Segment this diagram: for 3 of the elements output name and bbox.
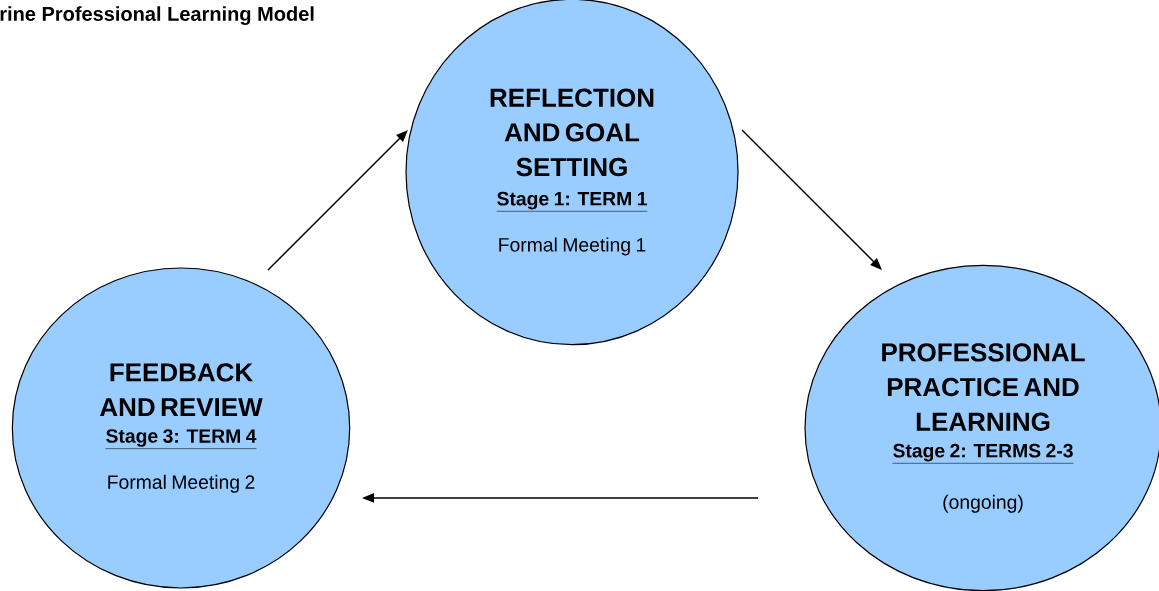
title: rine Professional Learning Model [0,6,314,25]
arrow [741,129,882,270]
arrow [267,130,408,271]
